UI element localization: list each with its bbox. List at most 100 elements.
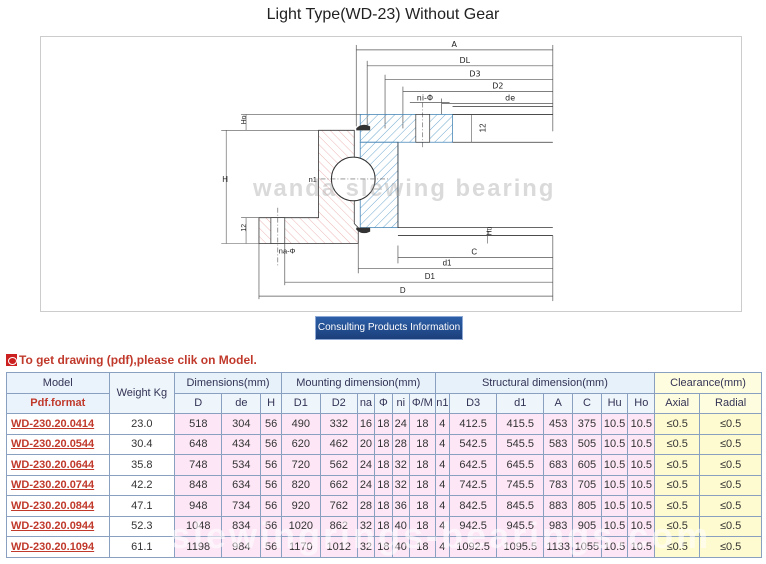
structural-cell: 4	[434, 433, 451, 455]
dimension-cell: 518	[174, 413, 223, 435]
dimension-cell: 648	[174, 433, 223, 455]
dimension-cell: 634	[221, 474, 262, 496]
clearance-cell: ≤0.5	[699, 433, 762, 455]
drawing-watermark: wanda slewing bearing	[252, 175, 555, 202]
model-link[interactable]: WD-230.20.0844	[6, 495, 110, 517]
header-pdf-format: Pdf.format	[6, 392, 110, 414]
structural-cell: 983	[543, 515, 574, 537]
clearance-cell: ≤0.5	[699, 495, 762, 517]
clearance-cell: ≤0.5	[654, 454, 701, 476]
dimension-cell: 434	[221, 433, 262, 455]
mounting-cell: 1012	[319, 536, 358, 558]
mounting-cell: 820	[280, 474, 321, 496]
dimension-cell: 56	[260, 474, 282, 496]
weight-cell: 42.2	[108, 474, 176, 496]
structural-cell: 415.5	[496, 413, 545, 435]
dimension-cell: 56	[260, 413, 282, 435]
dimension-cell: 948	[174, 495, 223, 517]
dimension-cell: 748	[174, 454, 223, 476]
clearance-cell: ≤0.5	[699, 474, 762, 496]
dim-label-na: na-Φ	[279, 246, 296, 255]
mounting-cell: 762	[319, 495, 358, 517]
dimension-cell: 848	[174, 474, 223, 496]
mounting-cell: 18	[409, 454, 436, 476]
header-mounting: Mounting dimension(mm)	[280, 372, 436, 394]
mounting-cell: 18	[374, 536, 393, 558]
structural-cell: 10.5	[627, 515, 656, 537]
structural-cell: 10.5	[627, 474, 656, 496]
structural-cell: 542.5	[449, 433, 498, 455]
structural-cell: 10.5	[627, 536, 656, 558]
structural-cell: 10.5	[600, 454, 629, 476]
model-link[interactable]: WD-230.20.0644	[6, 454, 110, 476]
header-col: d1	[496, 392, 545, 414]
header-col: n1	[434, 392, 451, 414]
model-link[interactable]: WD-230.20.0744	[6, 474, 110, 496]
spec-table: Model Weight Kg Dimensions(mm) Mounting …	[6, 372, 762, 558]
mounting-cell: 562	[319, 454, 358, 476]
mounting-cell: 18	[374, 413, 393, 435]
clearance-cell: ≤0.5	[654, 536, 701, 558]
dimension-cell: 56	[260, 454, 282, 476]
model-link[interactable]: WD-230.20.0944	[6, 515, 110, 537]
structural-cell: 10.5	[627, 433, 656, 455]
mounting-cell: 24	[356, 474, 376, 496]
structural-cell: 1092.5	[449, 536, 498, 558]
mounting-cell: 28	[356, 495, 376, 517]
header-col: D1	[280, 392, 321, 414]
structural-cell: 10.5	[600, 413, 629, 435]
clearance-cell: ≤0.5	[699, 454, 762, 476]
mounting-cell: 32	[391, 454, 411, 476]
mounting-cell: 18	[409, 413, 436, 435]
dim-label-H: H	[222, 175, 228, 184]
dimension-cell: 56	[260, 536, 282, 558]
mounting-cell: 18	[409, 433, 436, 455]
mounting-cell: 332	[319, 413, 358, 435]
dimension-cell: 56	[260, 495, 282, 517]
header-clearance: Clearance(mm)	[654, 372, 762, 394]
mounting-cell: 32	[356, 536, 376, 558]
weight-cell: 61.1	[108, 536, 176, 558]
structural-cell: 505	[572, 433, 602, 455]
header-col: Ho	[627, 392, 656, 414]
dim-label-de: de	[505, 94, 515, 103]
header-weight: Weight Kg	[108, 372, 176, 414]
page-title: Light Type(WD-23) Without Gear	[266, 6, 500, 23]
structural-cell: 4	[434, 515, 451, 537]
structural-cell: 412.5	[449, 413, 498, 435]
weight-cell: 23.0	[108, 413, 176, 435]
consulting-products-button[interactable]: Consulting Products Information	[315, 316, 463, 340]
mounting-cell: 16	[356, 413, 376, 435]
pdf-icon	[6, 354, 17, 366]
header-col: D3	[449, 392, 498, 414]
dimension-cell: 304	[221, 413, 262, 435]
structural-cell: 842.5	[449, 495, 498, 517]
mounting-cell: 662	[319, 474, 358, 496]
pdf-note: To get drawing (pdf),please clik on Mode…	[6, 353, 257, 367]
structural-cell: 4	[434, 454, 451, 476]
mounting-cell: 18	[374, 433, 393, 455]
model-link[interactable]: WD-230.20.0414	[6, 413, 110, 435]
mounting-cell: 18	[374, 474, 393, 496]
structural-cell: 4	[434, 413, 451, 435]
header-col: H	[260, 392, 282, 414]
mounting-cell: 720	[280, 454, 321, 476]
mounting-cell: 40	[391, 536, 411, 558]
dim-label-d1: d1	[443, 258, 452, 267]
model-link[interactable]: WD-230.20.1094	[6, 536, 110, 558]
mounting-cell: 32	[356, 515, 376, 537]
structural-cell: 645.5	[496, 454, 545, 476]
dimension-cell: 834	[221, 515, 262, 537]
dimension-cell: 56	[260, 515, 282, 537]
mounting-cell: 862	[319, 515, 358, 537]
technical-drawing: A DL D3 D2 de ni-Φ 12 n	[40, 36, 742, 312]
structural-cell: 10.5	[600, 536, 629, 558]
header-col: Radial	[699, 392, 762, 414]
mounting-cell: 28	[391, 433, 411, 455]
mounting-cell: 18	[374, 454, 393, 476]
structural-cell: 10.5	[627, 413, 656, 435]
model-link[interactable]: WD-230.20.0544	[6, 433, 110, 455]
mounting-cell: 18	[409, 515, 436, 537]
